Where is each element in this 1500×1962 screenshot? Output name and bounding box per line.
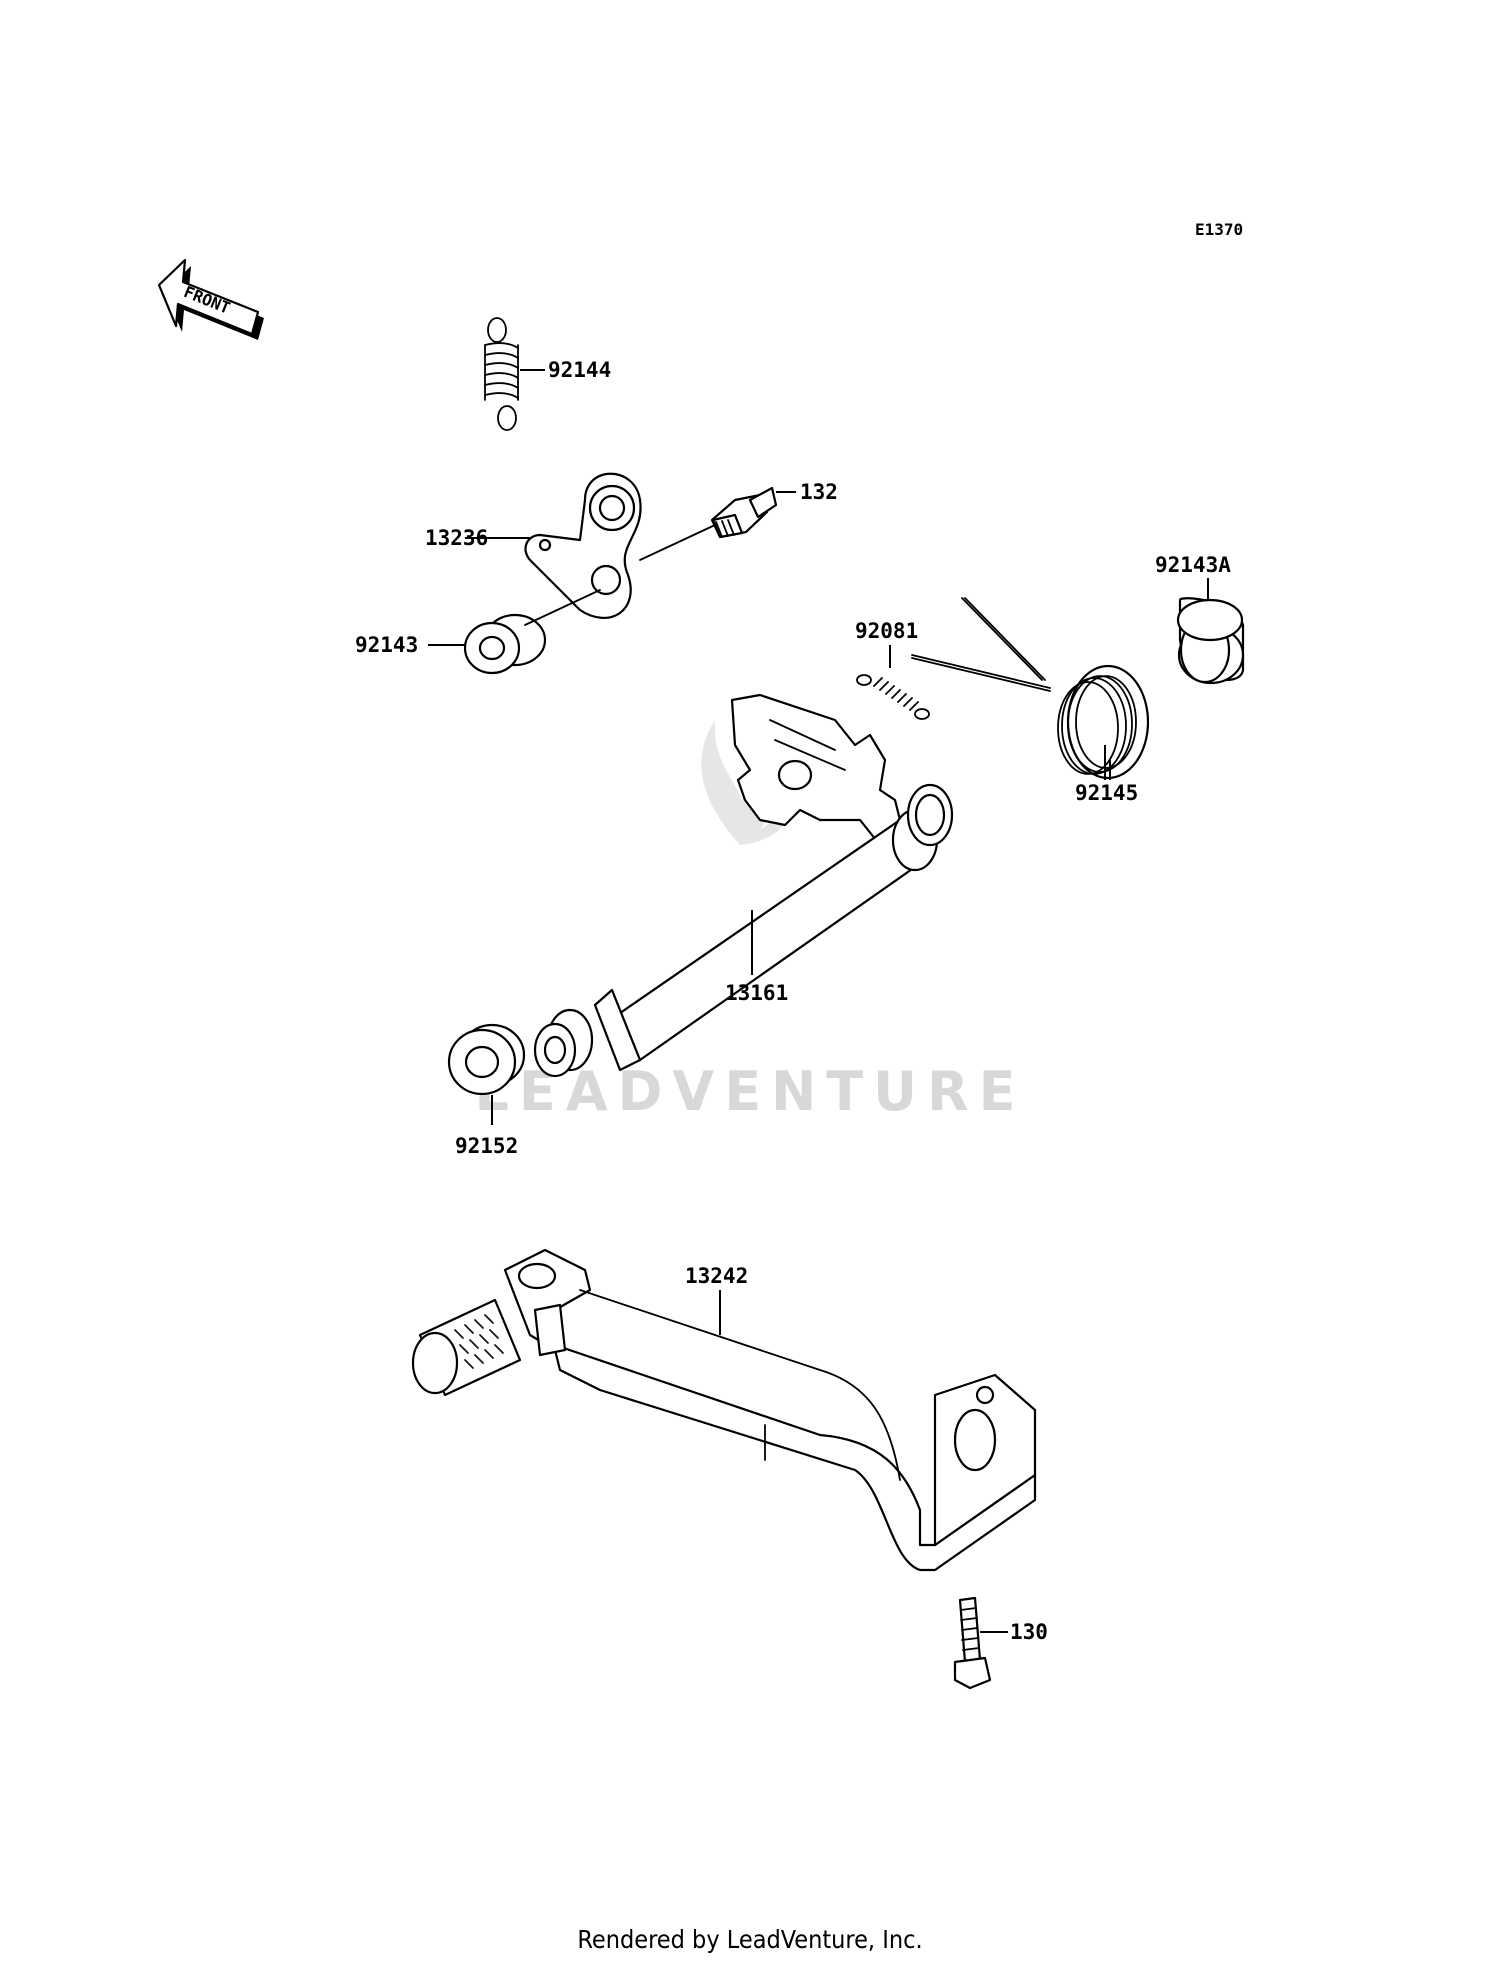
seal-92152: 92152 bbox=[447, 1023, 526, 1158]
spring-92145: 92145 bbox=[911, 597, 1150, 805]
label-92143A: 92143A bbox=[1155, 553, 1231, 577]
label-92081: 92081 bbox=[855, 619, 918, 643]
watermark-logo bbox=[701, 700, 798, 845]
label-13242: 13242 bbox=[685, 1264, 748, 1288]
label-132: 132 bbox=[800, 480, 838, 504]
collar-92143: 92143 bbox=[355, 524, 716, 675]
bolt-130: 130 bbox=[953, 1596, 1048, 1690]
label-92144: 92144 bbox=[548, 358, 611, 382]
spring-92081: 92081 bbox=[855, 619, 930, 720]
diagram-code: E1370 bbox=[1195, 220, 1243, 239]
label-130: 130 bbox=[1010, 1620, 1048, 1644]
label-13236: 13236 bbox=[425, 526, 488, 550]
footer-credit: Rendered by LeadVenture, Inc. bbox=[577, 1925, 922, 1954]
pedal-13242: 13242 bbox=[411, 1248, 1037, 1572]
spring-92144: 92144 bbox=[484, 317, 611, 431]
arrow-icon bbox=[157, 258, 260, 336]
label-92143: 92143 bbox=[355, 633, 418, 657]
front-arrow: FRONT bbox=[157, 258, 264, 340]
label-13161: 13161 bbox=[725, 981, 788, 1005]
label-92145: 92145 bbox=[1075, 781, 1138, 805]
shaft-13161: 13161 bbox=[533, 693, 954, 1078]
label-92152: 92152 bbox=[455, 1134, 518, 1158]
collar-92143A: 92143A bbox=[1155, 553, 1245, 685]
plate-13236: 13236 bbox=[425, 472, 642, 620]
bolt-132: 132 bbox=[710, 480, 838, 539]
